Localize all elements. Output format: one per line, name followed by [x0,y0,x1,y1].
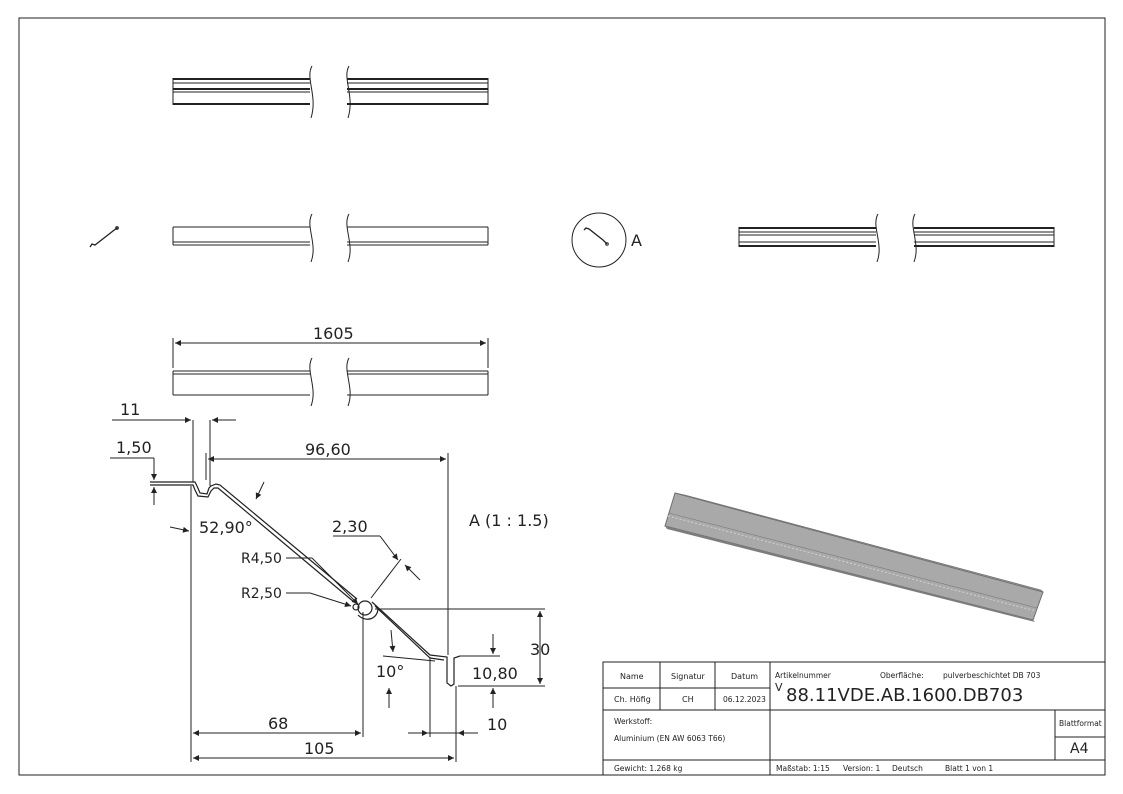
material-label: Werkstoff: [614,717,652,726]
dimension-width-11: 11 [120,400,140,419]
article-number-prefix: V [775,681,783,694]
sheet-format-label: Blattformat [1059,719,1102,728]
dimension-length: 1605 [313,324,354,343]
detail-a-profile [150,481,461,687]
version: Version: 1 [843,764,880,773]
front-view [172,213,489,263]
drawing-frame [18,17,1106,776]
detail-scale-label: A (1 : 1.5) [469,511,549,530]
isometric-view [664,492,1045,622]
title-block [602,661,1106,776]
article-number-label: Artikelnummer [775,671,832,680]
weight: Gewicht: 1.268 kg [614,764,683,773]
dimension-angle-10: 10° [376,662,404,681]
signature-value: CH [682,695,694,704]
surface-value: pulverbeschichtet DB 703 [943,671,1041,680]
scale: Maßstab: 1:15 [776,764,830,773]
dimension-radius-2-50: R2,50 [241,586,282,602]
dimension-width-105: 105 [304,739,335,758]
top-view [172,65,489,119]
dimension-height-30: 30 [530,640,550,659]
dimension-width-68: 68 [268,714,288,733]
date-value: 06.12.2023 [723,695,766,704]
detail-label: A [631,231,642,250]
language: Deutsch [892,764,923,773]
right-view [738,213,1055,263]
surface-label: Oberfläche: [880,671,924,680]
sheet-format-value: A4 [1070,741,1089,757]
date-header: Datum [731,672,758,681]
dimension-radius-4-50: R4,50 [241,551,282,567]
bottom-view [172,338,489,407]
detail-circle-a: A [571,212,642,268]
article-number: 88.11VDE.AB.1600.DB703 [786,685,1023,706]
dimension-width-10: 10 [487,715,507,734]
signature-header: Signatur [671,672,706,681]
name-value: Ch. Höfig [614,695,651,704]
dimension-thickness-2-30: 2,30 [332,517,368,536]
material-value: Aluminium (EN AW 6063 T66) [614,734,725,743]
name-header: Name [620,672,644,681]
sheet-number: Blatt 1 von 1 [945,764,993,773]
dimension-angle-52-90: 52,90° [199,518,253,537]
detail-a-dimensions [110,417,545,762]
dimension-thickness-1-50: 1,50 [116,438,152,457]
dimension-span-96-60: 96,60 [305,440,351,459]
end-view-profile [89,226,119,248]
dimension-lip-10-80: 10,80 [472,664,518,683]
